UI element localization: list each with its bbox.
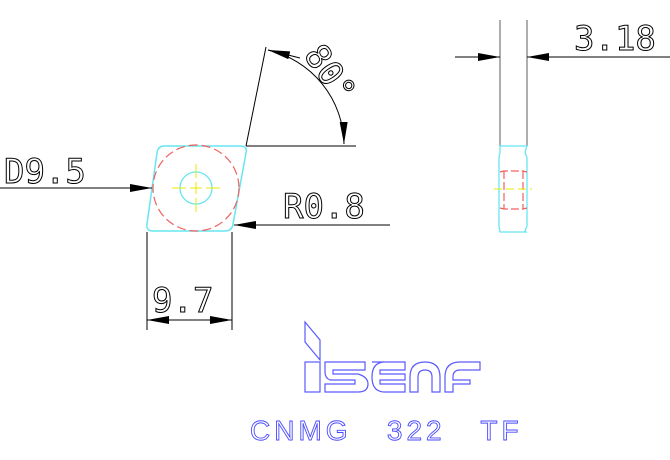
iscar-logo [304, 320, 481, 393]
radius-label: R0.8 [283, 187, 365, 227]
centerlines [172, 164, 220, 212]
insert-top-view [146, 144, 248, 232]
edge-length-dimension [146, 232, 233, 330]
insert-outline [146, 145, 248, 232]
angle-dimension [245, 46, 356, 147]
insert-designation: CNMG 322 TF [250, 415, 523, 446]
inscribed-circle [152, 144, 240, 232]
diameter-label: D9.5 [4, 152, 86, 192]
insert-side-view [494, 20, 532, 233]
edge-length-label: 9.7 [152, 281, 213, 321]
thickness-label: 3.18 [574, 19, 656, 59]
angle-label: 80° [296, 37, 364, 110]
